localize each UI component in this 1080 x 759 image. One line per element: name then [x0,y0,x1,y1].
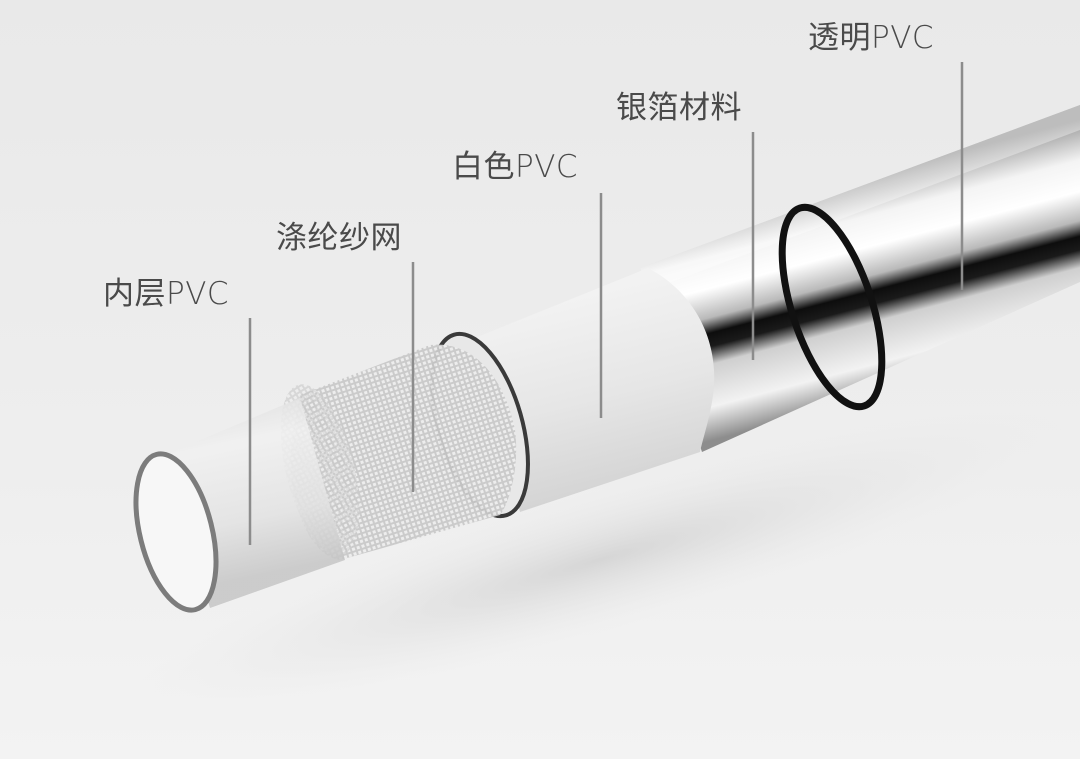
label-white-pvc: 白色PVC [452,149,579,185]
label-clear-pvc: 透明PVC [808,20,935,56]
label-inner-pvc: 内层PVC [103,276,230,312]
clear-pvc-ring [778,203,886,411]
label-silver-foil: 银箔材料 [616,90,742,126]
label-polyester-mesh: 涤纶纱网 [276,220,402,256]
inner-pvc-opening [133,451,219,613]
silver-foil-layer [640,105,1080,452]
white-pvc-layer [470,268,715,512]
